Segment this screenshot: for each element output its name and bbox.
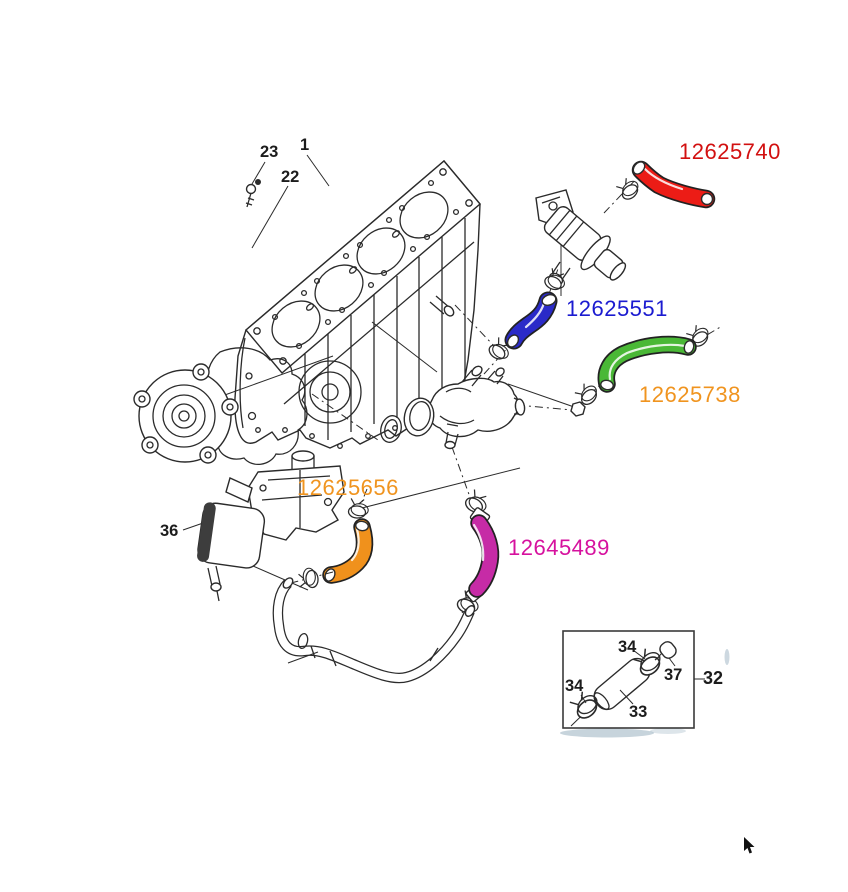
callout-34-left: 34 (565, 677, 584, 695)
callout-23: 23 (260, 143, 279, 161)
oil-cooler-assembly (182, 450, 345, 602)
gasket-holes (271, 179, 460, 350)
head-gasket (245, 160, 481, 374)
bolt-items-22-23 (245, 179, 261, 208)
water-pump (133, 347, 334, 465)
callout-33: 33 (629, 703, 648, 721)
part-number-12625551[interactable]: 12625551 (566, 296, 668, 321)
part-number-12645489[interactable]: 12645489 (508, 535, 610, 560)
box-shadow (560, 728, 654, 738)
callout-leader-lines (251, 154, 330, 249)
part-number-12625738[interactable]: 12625738 (639, 382, 741, 407)
callout-34-top: 34 (618, 638, 637, 656)
hose-12625738[interactable] (507, 321, 723, 417)
hose-clamp (347, 497, 370, 520)
hose-12645489[interactable] (454, 488, 500, 618)
inset-box (560, 630, 730, 738)
box-shadow (650, 728, 686, 734)
hose-12625656[interactable] (322, 467, 521, 584)
callout-32: 32 (703, 668, 724, 688)
callout-1: 1 (300, 136, 310, 154)
part-number-12625656[interactable]: 12625656 (297, 475, 399, 500)
mouse-cursor-icon (744, 837, 755, 854)
heater-return-pipe (272, 566, 476, 684)
hose-12625740[interactable] (631, 160, 716, 209)
part-number-12625740[interactable]: 12625740 (679, 139, 781, 164)
hose-clamp (542, 266, 570, 294)
callout-37: 37 (664, 666, 683, 684)
thermostat-assembly (535, 173, 643, 296)
cap-37 (659, 641, 677, 659)
callout-22: 22 (281, 168, 300, 186)
smudge (724, 649, 730, 665)
callout-36: 36 (160, 522, 179, 540)
hose-clamp (297, 566, 320, 590)
water-outlet-housing (311, 304, 573, 501)
hose-12625551[interactable] (485, 291, 558, 364)
